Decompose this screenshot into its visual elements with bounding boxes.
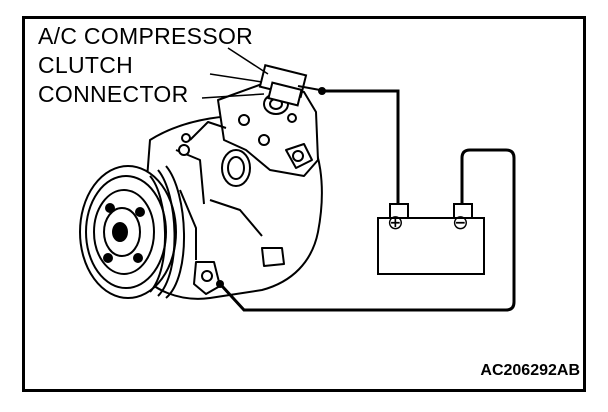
positive-lead-wire <box>324 89 400 210</box>
ground-terminal <box>216 280 224 288</box>
callout-line-1: A/C COMPRESSOR <box>38 23 254 49</box>
figure-code: AC206292AB <box>480 362 580 379</box>
callout-line-3: CONNECTOR <box>38 81 189 107</box>
ac-compressor <box>79 83 323 300</box>
callout-line-2: CLUTCH <box>38 52 134 78</box>
callout-leader-lines <box>201 47 269 99</box>
callout-label: A/C COMPRESSOR CLUTCH CONNECTOR <box>38 22 253 109</box>
battery <box>377 203 485 275</box>
battery-positive-symbol: ⊕ <box>387 210 404 234</box>
clutch-connector <box>258 64 326 107</box>
negative-lead-wire <box>220 148 516 312</box>
battery-negative-symbol: ⊖ <box>452 210 469 234</box>
